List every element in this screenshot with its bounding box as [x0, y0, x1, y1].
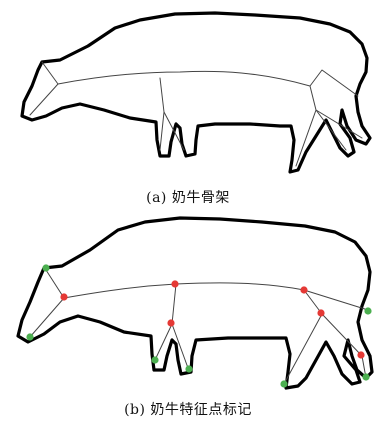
endpoint-hind-hoof-left	[280, 380, 287, 387]
panel-cow-feature-points	[0, 210, 376, 400]
endpoint-muzzle	[26, 333, 33, 340]
cow-silhouette-outline	[18, 218, 372, 388]
neck-head-line	[30, 270, 64, 337]
junction-shoulder	[171, 280, 178, 287]
foreleg-line-left	[160, 78, 164, 150]
cow-skeleton-figure	[0, 0, 376, 180]
foreleg-line-right	[172, 324, 188, 368]
panel-cow-skeleton	[0, 0, 376, 180]
endpoint-hind-hoof-right	[362, 373, 369, 380]
endpoint-head-top	[42, 264, 49, 271]
endpoint-front-hoof-right	[185, 365, 192, 372]
tail-line	[304, 290, 368, 310]
junction-neck	[60, 293, 67, 300]
caption-skeleton: (a) 奶牛骨架	[0, 187, 376, 207]
tail-line	[310, 70, 358, 96]
endpoint-tail	[364, 307, 371, 314]
junction-hip	[300, 286, 307, 293]
spine-line	[64, 283, 304, 298]
junction-front-leg	[167, 319, 174, 326]
cow-silhouette-outline	[22, 13, 370, 172]
junction-hind-leg	[317, 309, 324, 316]
junction-hind-hock	[357, 351, 364, 358]
caption-feature-points: (b) 奶牛特征点标记	[0, 399, 376, 419]
skeleton-lines	[30, 270, 368, 384]
hindleg-line-right	[322, 314, 362, 356]
endpoint-front-hoof-left	[151, 356, 158, 363]
neck-head-line	[30, 62, 58, 115]
cow-feature-points-figure	[0, 210, 376, 400]
spine-line	[58, 71, 310, 86]
